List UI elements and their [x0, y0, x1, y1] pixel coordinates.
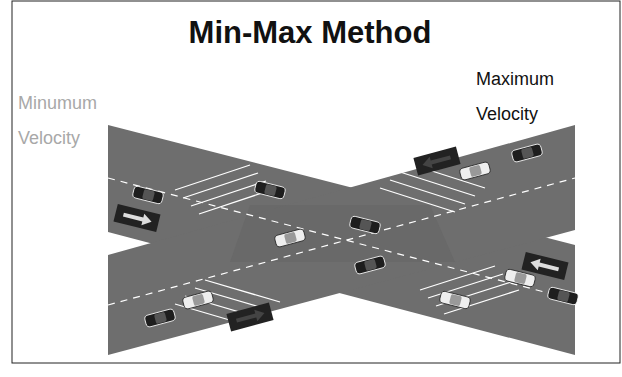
car: [182, 290, 214, 309]
intersection-area: [230, 205, 455, 262]
direction-arrow: [113, 204, 160, 232]
car: [274, 228, 306, 247]
car: [144, 308, 176, 327]
car: [439, 291, 471, 310]
car: [354, 255, 386, 274]
direction-arrow: [226, 303, 273, 332]
road-a: [108, 125, 575, 355]
car: [349, 216, 381, 235]
car: [132, 186, 164, 205]
velocity-label: Minumum Velocity: [18, 86, 118, 156]
centerline: [108, 178, 575, 305]
crosswalk: [175, 164, 519, 326]
frame: [12, 1, 620, 363]
centerline: [108, 178, 575, 300]
velocity-label: Maximum Velocity: [476, 62, 586, 132]
title: Min-Max Method: [100, 14, 520, 51]
car: [547, 287, 579, 306]
car: [459, 161, 491, 180]
road-b: [108, 125, 575, 355]
car: [504, 269, 536, 288]
car: [511, 143, 543, 162]
car: [254, 181, 286, 200]
direction-arrow: [413, 147, 460, 176]
